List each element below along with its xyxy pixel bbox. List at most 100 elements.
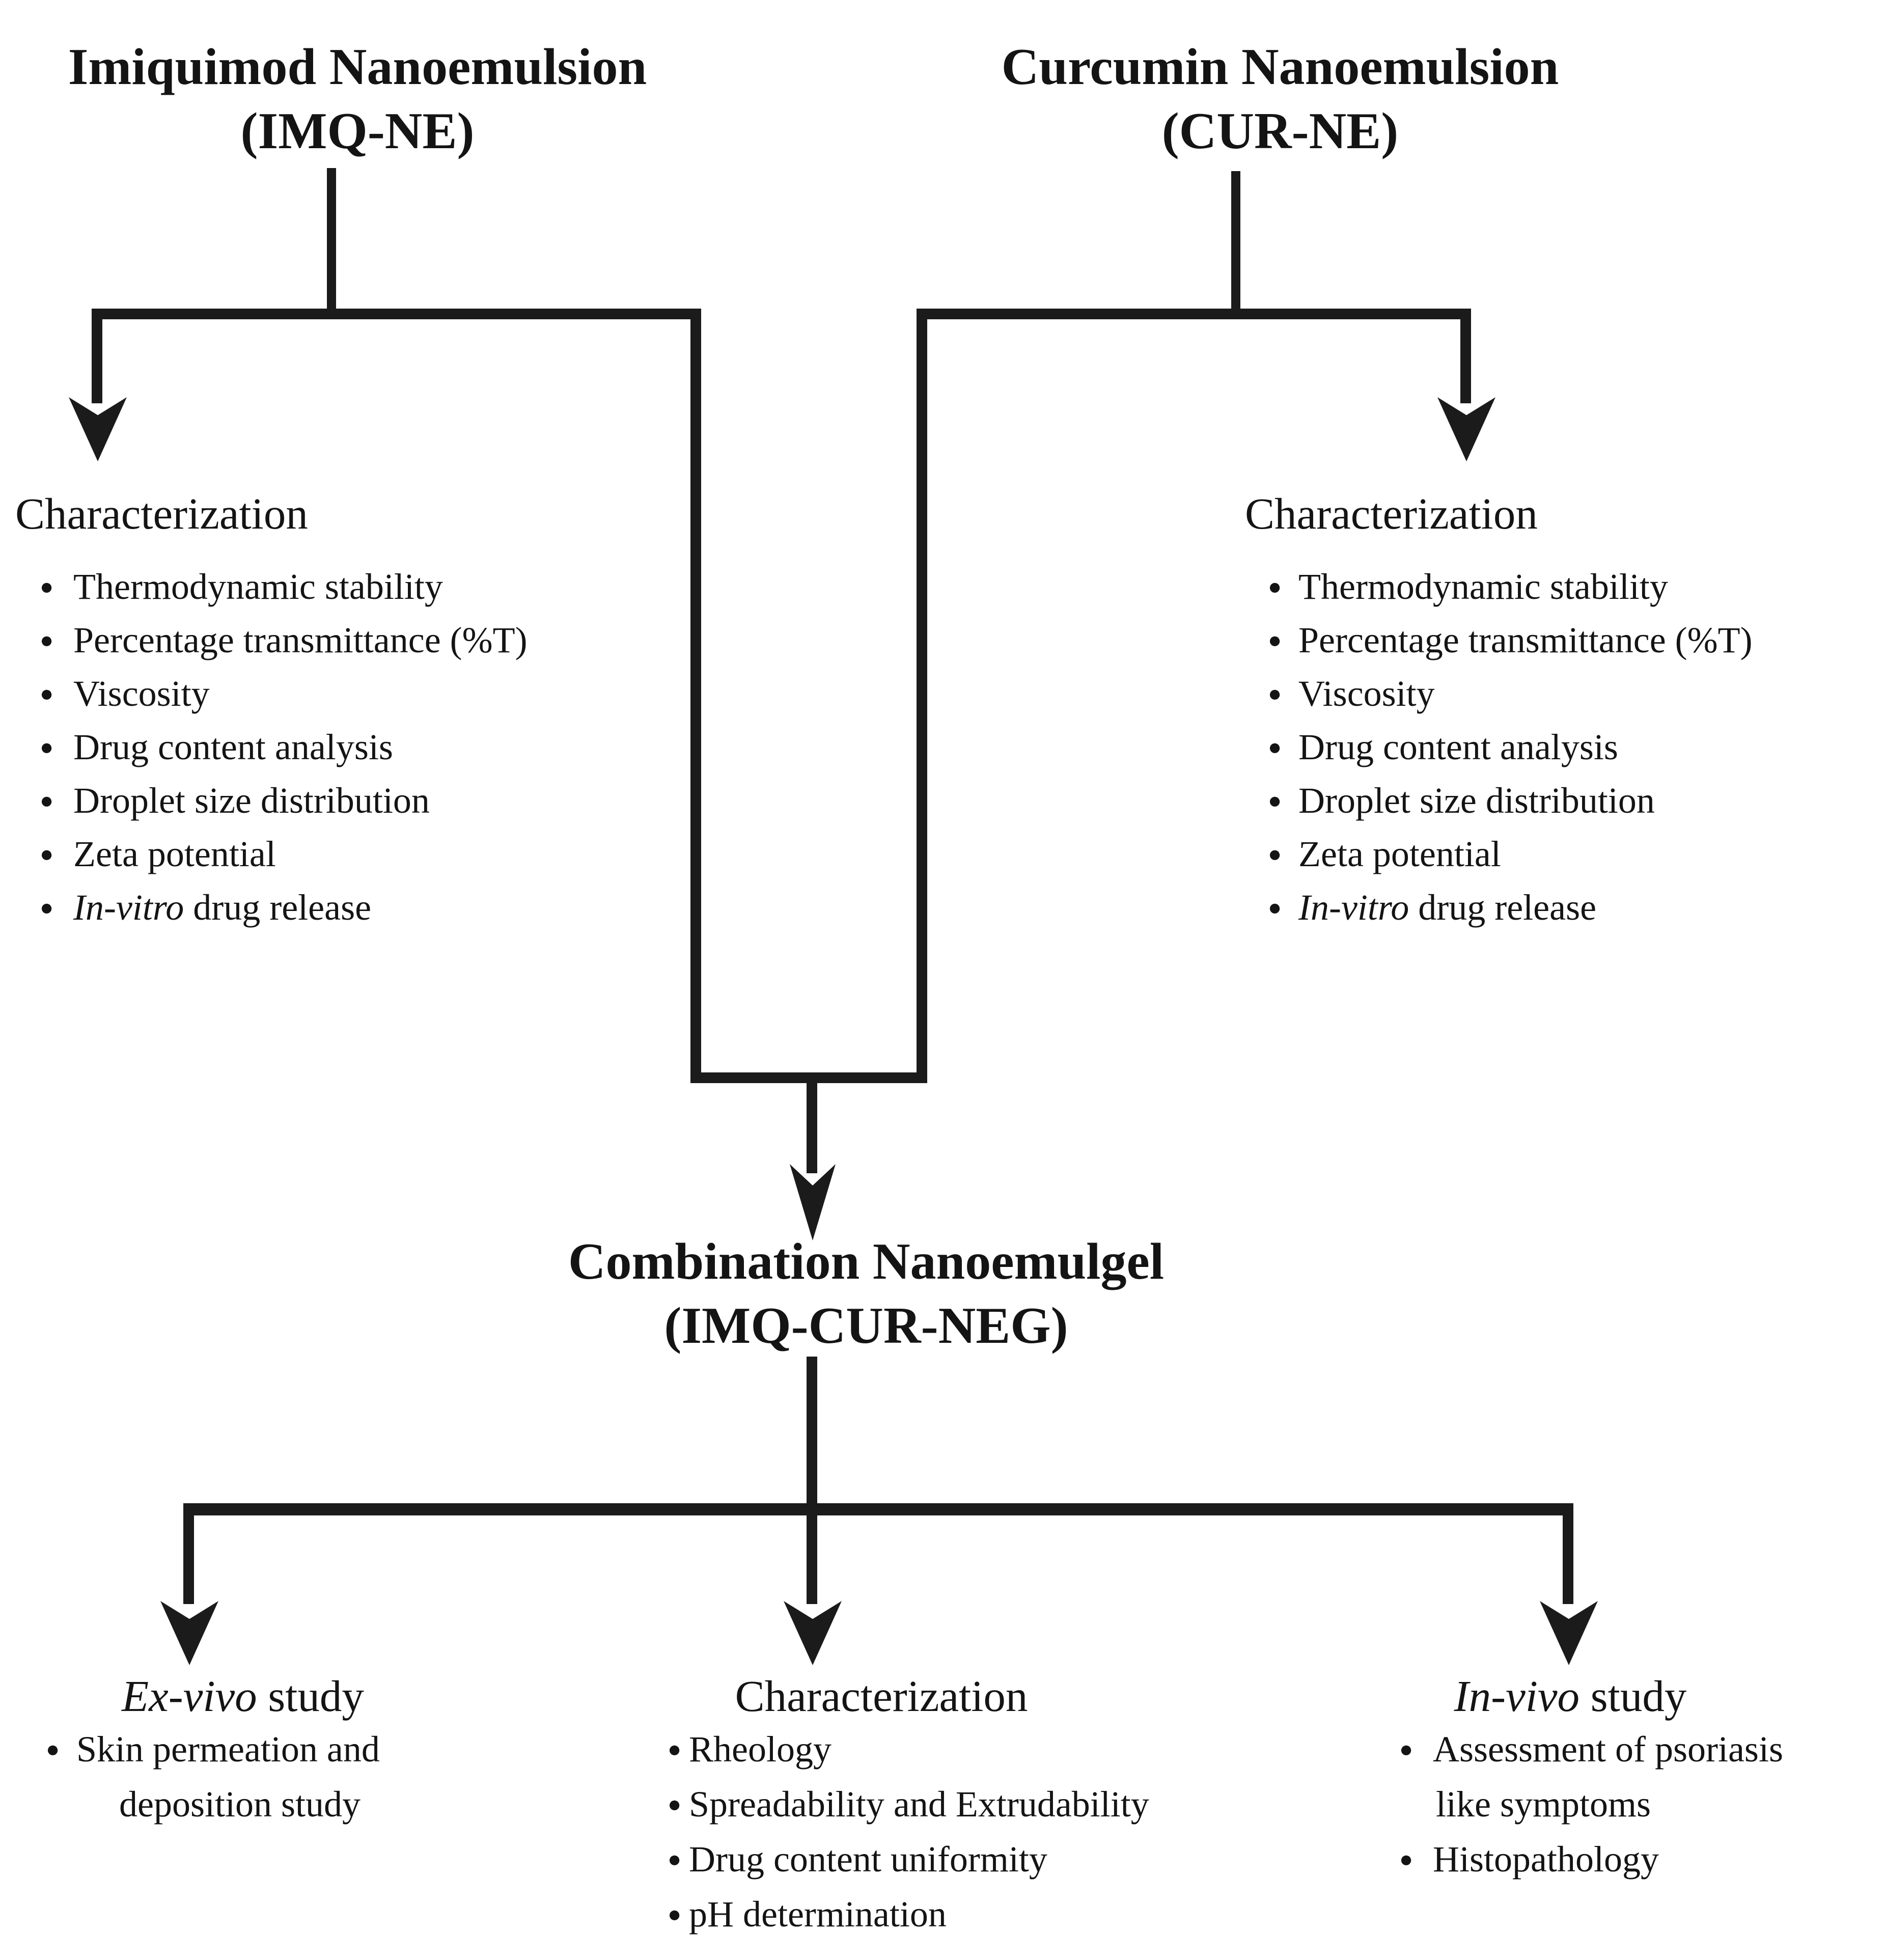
cur-ne-title-line2: (CUR-NE) — [1161, 104, 1399, 160]
imq-ne-title-line2: (IMQ-NE) — [240, 104, 475, 160]
bullet-icon: ● — [668, 1792, 682, 1817]
bullet-icon: ● — [668, 1737, 682, 1762]
bullet-icon: ● — [40, 897, 54, 921]
imq-characterization-arrowhead-icon — [69, 397, 127, 461]
in-vivo-arrow-shaft — [1563, 1503, 1573, 1604]
list-item-text: drug release — [1409, 889, 1597, 929]
list-item: ● Thermodynamic stability — [1268, 562, 1753, 616]
neg-characterization-heading: Characterization — [735, 1673, 1028, 1722]
neg-characterization-arrowhead-icon — [784, 1601, 842, 1665]
list-item-text: Percentage transmittance (%T) — [73, 622, 528, 661]
list-item: ●Thermodynamic stability — [40, 562, 528, 616]
in-vivo-arrowhead-icon — [1540, 1601, 1598, 1665]
combination-stem-line — [807, 1357, 817, 1509]
list-item: ● In-vitro drug release — [1268, 883, 1753, 936]
bullet-icon: ● — [1268, 629, 1282, 654]
in-vivo-list: ● Assessment of psoriasis like symptoms ●… — [1399, 1723, 1783, 1888]
list-item-text: Drug content analysis — [1298, 729, 1618, 768]
merge-arrow-shaft — [807, 1079, 817, 1173]
merge-left-line — [690, 309, 701, 1083]
combination-node: Combination Nanoemulgel (IMQ-CUR-NEG) — [564, 1231, 1169, 1360]
list-item-text: Viscosity — [1298, 675, 1435, 715]
bullet-icon: ● — [40, 683, 54, 707]
list-item: ● In-vitro drug release — [40, 883, 528, 936]
cur-characterization-arrow-shaft — [1460, 309, 1471, 403]
list-item-text: deposition study — [119, 1785, 361, 1825]
list-item: ●Viscosity — [1268, 669, 1753, 723]
list-item-text: Viscosity — [73, 675, 210, 715]
bullet-icon: ● — [40, 790, 54, 814]
list-item: ● Droplet size distribution — [1268, 776, 1753, 830]
list-item-text: Drug content analysis — [73, 729, 393, 768]
list-item-text: drug release — [184, 889, 372, 929]
bullet-icon: ● — [1399, 1737, 1413, 1762]
bullet-icon: ● — [1268, 790, 1282, 814]
list-item-text: Histopathology — [1433, 1840, 1659, 1880]
imq-ne-title-line1: Imiquimod Nanoemulsion — [68, 40, 647, 96]
bullet-icon: ● — [40, 736, 54, 761]
ex-vivo-arrow-shaft — [183, 1503, 194, 1604]
list-item-text: Droplet size distribution — [1298, 782, 1655, 822]
ex-vivo-list: ●Skin permeation and deposition study — [46, 1723, 380, 1833]
list-item-text: Assessment of psoriasis — [1433, 1730, 1783, 1770]
neg-characterization-arrow-shaft — [807, 1512, 817, 1604]
in-vivo-heading-rest: study — [1579, 1673, 1687, 1722]
bullet-icon: ● — [1268, 843, 1282, 868]
cur-stem-line — [1231, 171, 1240, 315]
list-item: ●Percentage transmittance (%T) — [1268, 616, 1753, 669]
cur-branch-line — [917, 309, 1471, 319]
list-item-text: Zeta potential — [1298, 836, 1501, 875]
list-item: deposition study — [46, 1778, 380, 1833]
list-item: ● Zeta potential — [1268, 830, 1753, 883]
ex-vivo-heading-italic: Ex-vivo — [122, 1673, 257, 1722]
three-way-split-line — [183, 1503, 1573, 1515]
bullet-icon: ● — [668, 1902, 682, 1927]
list-item: ● Zeta potential — [40, 830, 528, 883]
combination-title-line1: Combination Nanoemulgel — [568, 1234, 1165, 1291]
imq-characterization-arrow-shaft — [92, 309, 102, 403]
neg-characterization-list: ● Rheology ● Spreadability and Extrudabili… — [668, 1723, 1149, 1943]
list-item: ● Droplet size distribution — [40, 776, 528, 830]
list-item: ● Spreadability and Extrudability — [668, 1778, 1149, 1833]
list-item-italic: In-vitro — [1298, 889, 1409, 929]
cur-characterization-heading: Characterization — [1245, 490, 1538, 539]
list-item: ●Drug content analysis — [1268, 723, 1753, 776]
ex-vivo-heading-rest: study — [257, 1673, 364, 1722]
list-item: ● Rheology — [668, 1723, 1149, 1778]
imq-branch-line — [92, 309, 701, 319]
imq-stem-line — [327, 168, 336, 315]
list-item: ● Assessment of psoriasis — [1399, 1723, 1783, 1778]
list-item-text: Zeta potential — [73, 836, 276, 875]
in-vivo-study-heading: In-vivo study — [1387, 1671, 1754, 1723]
list-item: ● pH determination — [668, 1888, 1149, 1943]
list-item-text: like symptoms — [1436, 1785, 1651, 1825]
bullet-icon: ● — [1268, 897, 1282, 921]
list-item-italic: In-vitro — [73, 889, 184, 929]
bullet-icon: ● — [40, 629, 54, 654]
list-item: ●Skin permeation and — [46, 1723, 380, 1778]
list-item: ● Histopathology — [1399, 1833, 1783, 1888]
list-item-text: Thermodynamic stability — [1298, 568, 1668, 608]
list-item-text: pH determination — [689, 1895, 947, 1935]
ex-vivo-study-heading: Ex-vivo study — [60, 1671, 426, 1723]
list-item-text: Droplet size distribution — [73, 782, 430, 822]
bullet-icon: ● — [46, 1737, 60, 1762]
bullet-icon: ● — [40, 576, 54, 600]
list-item-text: Spreadability and Extrudability — [689, 1785, 1149, 1825]
list-item: ● Viscosity — [40, 669, 528, 723]
bullet-icon: ● — [1399, 1847, 1413, 1872]
cur-characterization-arrowhead-icon — [1437, 397, 1495, 461]
cur-ne-title-line1: Curcumin Nanoemulsion — [1001, 40, 1559, 96]
bullet-icon: ● — [1268, 576, 1282, 600]
combination-title-line2: (IMQ-CUR-NEG) — [664, 1299, 1068, 1355]
bullet-icon: ● — [40, 843, 54, 868]
list-item: like symptoms — [1399, 1778, 1783, 1833]
list-item-text: Drug content uniformity — [689, 1840, 1047, 1880]
list-item: ● Percentage transmittance (%T) — [40, 616, 528, 669]
merge-arrowhead-icon — [790, 1164, 836, 1240]
in-vivo-heading-italic: In-vivo — [1454, 1673, 1580, 1722]
merge-right-line — [917, 309, 927, 1083]
imq-ne-node: Imiquimod Nanoemulsion (IMQ-NE) — [58, 37, 657, 165]
list-item-text: Rheology — [689, 1730, 831, 1770]
